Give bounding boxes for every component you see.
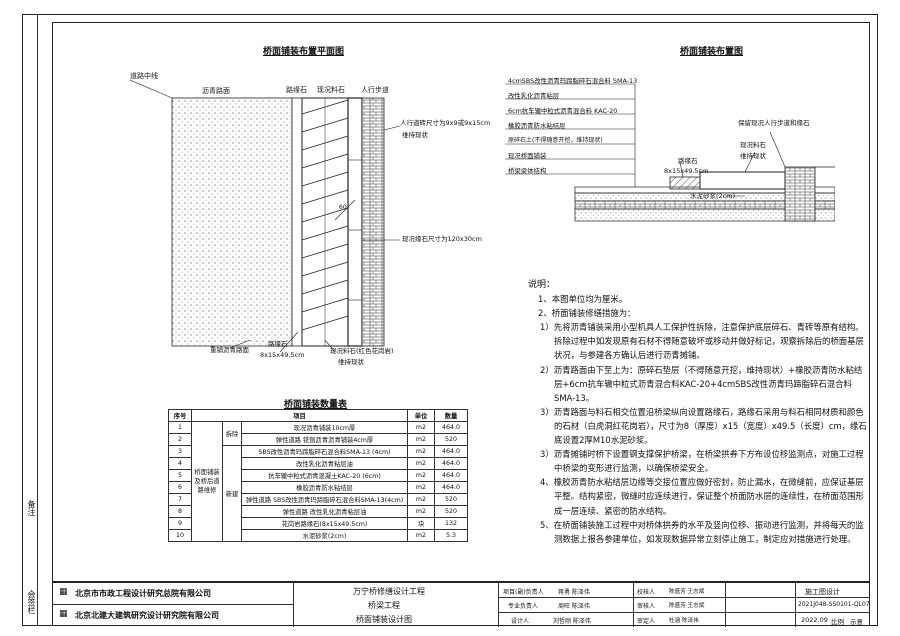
title-block: ▦ 北京市市政工程设计研究总院有限公司 ▦ 北京北建大建筑研究设计研究院有限公司… [52,582,870,627]
name-3: 刘哲刚 陈泽伟 [553,618,591,625]
logo-icon: ▦ [59,587,68,597]
plan-label-sidewalk: 人行步道 [361,86,389,94]
drawing-name: 桥面铺装设计图 [356,615,412,624]
qty-header-qty: 数量 [434,409,468,422]
table-row: 7 弹性道路 SBS改性沥青玛蹄脂碎石混合料SMA-13(4cm) m2 520 [168,493,468,506]
margin-label-remark: 备注 [27,500,36,516]
qty-header-no: 序号 [168,409,192,422]
note-2-2: 2）沥青路面由下至上为：原碎石垫层（不得随意开挖，维持现状）+橡胶沥青防水粘结层… [540,364,863,403]
section-label-mortar: 水泥砂浆(2cm) [690,192,736,200]
plan-title: 桥面铺装布置平面图 [263,47,345,57]
drawing-date: 2022.09 [801,616,828,624]
plan-label-existing-stone: 现况料石 [317,86,345,94]
role2-2: 审核人 [637,603,656,610]
notes-heading: 说明： [528,280,556,290]
section-label-curb: 路缘石 [678,157,698,165]
margin-label-sign: 会签栏 [27,590,36,614]
note-2-3: 3）沥青路面与料石相交位置沿桥梁纵向设置路缘石，路缘石采用与料石相同材质和颜色的… [540,406,867,446]
table-row: 10 水泥砂浆(2cm) m2 5.3 [168,529,468,542]
plan-label-asphalt: 沥青路面 [202,87,230,95]
note-4: 4、橡胶沥青防水粘结层边缘等交接位置应做好密封，防止漏水，在微缝前，应保证基层平… [540,477,864,516]
section-drawing [505,83,835,222]
scale-value: 示意 [850,618,863,626]
section-layer-1: 4cmSBS改性沥青玛蹄脂碎石混合料 SMA-13 [508,77,638,85]
plan-label-curb-size: 8x15x49.5cm [260,351,305,359]
notes-block: 说明： 1、本图单位均为厘米。 2、桥面铺装修缮措施为： 1）先将沥青铺装采用小… [528,278,868,546]
section-layer-4: 橡胶沥青防水粘结层 [508,122,566,130]
role2-3: 审定人 [637,618,656,625]
plan-label-sidewalk-size: 人行道砖尺寸为9x9或9x15cm [400,119,491,127]
sub-project: 桥梁工程 [368,601,400,610]
name2-2: 陈盛芳 王志斌 [669,603,705,609]
plan-label-curb: 路缘石 [286,86,307,94]
section-layer-6: 现况桥面铺装 [508,152,547,160]
section-label-existing-stone: 现况料石 [740,141,766,149]
section-layer-7: 桥梁梁体结构 [508,167,547,175]
project-name: 万宁桥修缮设计工程 [353,587,425,596]
section-layer-3: 6cm抗车辙中粒式沥青混合料 KAC-20 [508,107,618,115]
plan-drawing [130,79,401,353]
scale-label: 比例 [831,618,844,626]
drawing-inner-frame [52,22,870,582]
qty-sub-remove: 拆除 [222,421,242,446]
note-1: 1、本图单位均为厘米。 [538,294,628,305]
plan-label-curb2: 路缘石 [268,340,288,348]
note-5: 5、在桥面铺装施工过程中对桥体拱券的水平及竖向位移、振动进行监测，并将每天的监测… [540,519,864,544]
table-row: 5 抗车辙中粒式沥青混凝土KAC-20 (6cm) m2 464.0 [168,469,468,482]
role-2: 专业负责人 [508,603,539,610]
name-2: 周旺 陈泽伟 [558,603,590,610]
company-2: 北京北建大建筑研究设计研究院有限公司 [75,611,219,620]
qty-sub-new: 新建 [222,445,242,542]
role-1: 项目(副)负责人 [503,589,544,596]
qty-group-label: 桥面铺装及桥后道路维修 [191,421,223,542]
name2-1: 陈盛芳 王志斌 [669,589,705,595]
section-label-curb-size: 8x15x49.5cm [664,167,709,175]
role2-1: 校核人 [637,589,656,596]
design-stage: 施工图设计 [805,588,840,596]
name-1: 蒋勇 陈泽伟 [558,589,590,596]
note-2-4: 3）沥青摊铺时桥下设置钢支撑保护桥梁，在桥梁拱券下方布设位移监测点，对施工过程中… [540,449,864,474]
qty-header-unit: 单位 [407,409,435,422]
drawing-code: 2021J048-SS0101-QL07 [798,601,870,608]
plan-label-new-asphalt: 重铺沥青路面 [210,346,249,354]
plan-label-old-edge: 现况缘石尺寸为120x30cm [402,235,482,243]
role-3: 设计人 [511,618,530,625]
plan-label-keep1: 维持现状 [402,131,428,139]
logo-icon-2: ▦ [59,609,68,619]
section-label-keep-walk: 保留现况人行步道和缘石 [738,119,810,127]
note-2-1: 1）先将沥青铺装采用小型机具人工保护性拆除，注意保护底层碎石、青砖等原有结构。拆… [540,322,864,361]
qty-header-item: 项目 [191,409,408,422]
plan-dimension: 60 [339,204,347,211]
section-layer-5: 原碎石土(不得随意开挖，维持现状) [508,137,603,144]
table-row: 1 桥面铺装及桥后道路维修 拆除 现况沥青铺装10cm厚 m2 464.0 [168,421,468,542]
plan-label-centerline: 道路中线 [130,72,158,80]
note-2: 2、桥面铺装修缮措施为： [538,308,636,319]
section-title: 桥面铺装布置图 [680,47,744,57]
company-1: 北京市市政工程设计研究总院有限公司 [75,589,211,598]
qty-table: 序号 项目 单位 数量 1 桥面铺装及桥后道路维修 拆除 现况沥青铺装10cm厚… [168,409,468,542]
section-label-keep: 维持现状 [740,152,766,160]
table-row: 9 花岗岩路缘石(8x15x49.5cm) 块 132 [168,517,468,530]
name2-3: 杜涵 陈泽伟 [669,618,699,624]
plan-label-existing-stone2: 现况料石(红色花岗岩) [330,347,394,355]
section-layer-2: 改性乳化沥青粘层 [508,92,560,100]
margin-line [37,14,38,626]
plan-label-keep2: 维持现状 [338,358,364,366]
qty-table-title: 桥面铺装数量表 [284,400,348,410]
